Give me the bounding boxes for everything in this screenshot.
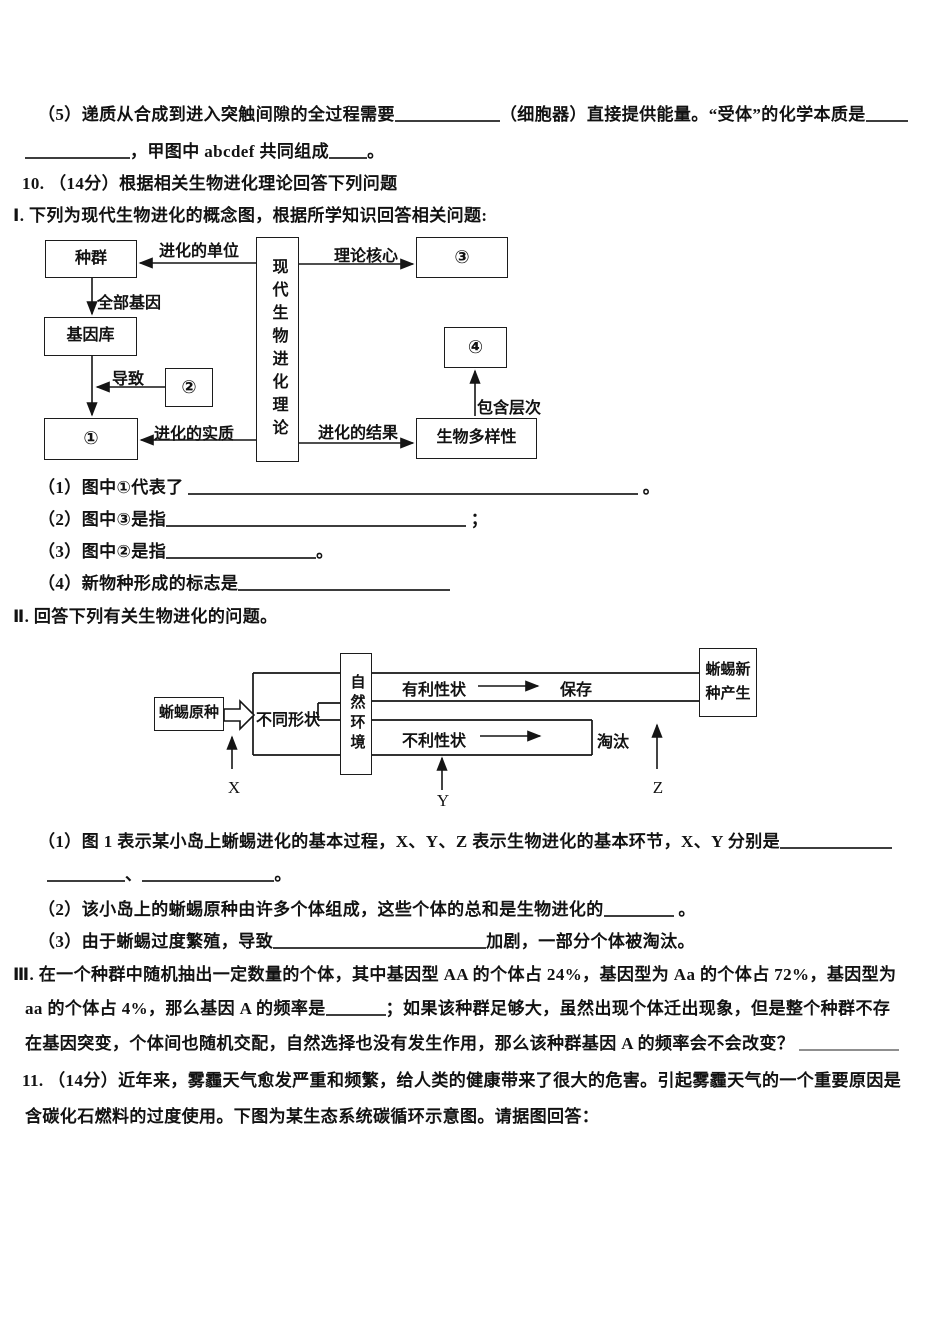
box-biodiversity: 生物多样性 [416, 418, 537, 459]
q10-part1-header-text: Ⅰ. 下列为现代生物进化的概念图，根据所学知识回答相关问题: [13, 206, 488, 225]
box-new-species: 蜥蜴新种产生 [699, 648, 757, 717]
modern-evolution-theory-text: 现代生物进化理论 [269, 257, 287, 442]
answer-blank [142, 867, 275, 882]
answer-blank [273, 934, 487, 949]
answer-blank [865, 107, 908, 122]
answer-blank [329, 144, 368, 159]
label-unfavorable-traits: 不利性状 [402, 733, 467, 750]
box-natural-environment: 自然环境 [340, 653, 372, 775]
label-evolution-unit: 进化的单位 [158, 243, 239, 260]
q10-part3-line3: 在基因突变，个体间也随机交配，自然选择也没有发生作用，那么该种群基因 A 的频率… [25, 1032, 899, 1055]
q9-5-text-b: （细胞器）直接提供能量。“受体”的化学本质是 [499, 105, 866, 124]
q10-sub1: （1）图中①代表了 。 [38, 476, 660, 499]
q10-p2-sub1-sep: 、 [125, 865, 143, 884]
q11-line1-text: 11. （14分）近年来，雾霾天气愈发严重和频繁，给人类的健康带来了很大的危害。… [22, 1071, 902, 1090]
concept-diagram-connectors [86, 257, 481, 449]
label-contained-levels: 包含层次 [477, 400, 542, 417]
q10-p2-sub1-cont: 、。 [47, 863, 292, 886]
q9-5-line1: （5）递质从合成到进入突触间隙的全过程需要 （细胞器）直接提供能量。“受体”的化学… [38, 103, 908, 126]
q11-line2-text: 含碳化石燃料的过度使用。下图为某生态系统碳循环示意图。请据图回答： [25, 1107, 600, 1126]
q9-5-text-a: （5）递质从合成到进入突触间隙的全过程需要 [38, 105, 395, 124]
q10-p2-sub2-end: 。 [673, 900, 696, 919]
q10-p2-sub3-end: 加剧，一部分个体被淘汰。 [486, 932, 695, 951]
q10-part3-line2: aa 的个体占 4%，那么基因 A 的频率是 ；如果该种群足够大，虽然出现个体迁出… [25, 997, 890, 1020]
label-x: X [227, 778, 241, 797]
answer-blank [780, 834, 893, 849]
q10-p2-sub1: （1）图 1 表示某小岛上蜥蜴进化的基本过程，X、Y、Z 表示生物进化的基本环节… [38, 830, 893, 853]
q10-sub3-text: （3）图中②是指 [38, 542, 167, 561]
box-circled-3: ③ [416, 237, 508, 278]
answer-blank [47, 867, 125, 882]
q10-part3-line2-text-a: aa 的个体占 4%，那么基因 A 的频率是 [25, 999, 326, 1018]
label-evolution-result: 进化的结果 [317, 425, 398, 442]
box-gene-pool: 基因库 [44, 317, 137, 356]
answer-blank [166, 544, 317, 559]
q11-line1: 11. （14分）近年来，雾霾天气愈发严重和频繁，给人类的健康带来了很大的危害。… [22, 1069, 901, 1092]
answer-blank [325, 1001, 386, 1016]
q10-part3-line1: Ⅲ. 在一个种群中随机抽出一定数量的个体，其中基因型 AA 的个体占 24%，基… [13, 963, 896, 986]
q10-p2-sub3-text: （3）由于蜥蜴过度繁殖，导致 [38, 932, 274, 951]
q10-sub1-end: 。 [638, 478, 661, 497]
label-leads-to: 导致 [112, 371, 145, 388]
q10-part3-line3-text: 在基因突变，个体间也随机交配，自然选择也没有发生作用，那么该种群基因 A 的频率… [25, 1034, 799, 1053]
lizard-diagram-connectors [223, 672, 699, 790]
q10-p2-sub1-text: （1）图 1 表示某小岛上蜥蜴进化的基本过程，X、Y、Z 表示生物进化的基本环节… [38, 832, 781, 851]
q10-sub2-end: ； [466, 510, 489, 529]
q10-p2-sub3: （3）由于蜥蜴过度繁殖，导致 加剧，一部分个体被淘汰。 [38, 930, 695, 953]
q10-sub3-end: 。 [316, 542, 334, 561]
box-circled-1: ① [44, 418, 138, 460]
block-arrow-icon [223, 699, 256, 731]
q10-sub4: （4）新物种形成的标志是 [38, 572, 451, 595]
answer-blank [798, 1036, 899, 1051]
q10-sub4-text: （4）新物种形成的标志是 [38, 574, 239, 593]
q10-sub1-text: （1）图中①代表了 [38, 478, 189, 497]
q10-part3-line1-text: Ⅲ. 在一个种群中随机抽出一定数量的个体，其中基因型 AA 的个体占 24%，基… [13, 965, 897, 984]
q10-p2-sub1-end: 。 [274, 865, 292, 884]
label-all-genes: 全部基因 [97, 295, 162, 312]
label-different-shapes: 不同形状 [256, 712, 321, 729]
q10-header: 10. （14分）根据相关生物进化理论回答下列问题 [22, 172, 398, 195]
q10-part1-header: Ⅰ. 下列为现代生物进化的概念图，根据所学知识回答相关问题: [13, 204, 488, 227]
q10-p2-sub2-text: （2）该小岛上的蜥蜴原种由许多个体组成，这些个体的总和是生物进化的 [38, 900, 604, 919]
label-preserved: 保存 [560, 682, 593, 699]
answer-blank [25, 144, 130, 159]
q10-p2-sub2: （2）该小岛上的蜥蜴原种由许多个体组成，这些个体的总和是生物进化的 。 [38, 898, 696, 921]
answer-blank [166, 512, 467, 527]
box-circled-2: ② [165, 368, 213, 407]
q10-sub2-text: （2）图中③是指 [38, 510, 167, 529]
q9-5-line2: ，甲图中 abcdef 共同组成 。 [25, 140, 384, 163]
answer-blank [238, 576, 451, 591]
label-favorable-traits: 有利性状 [402, 682, 467, 699]
q10-part2-header: Ⅱ. 回答下列有关生物进化的问题。 [13, 605, 278, 628]
q10-sub3: （3）图中②是指 。 [38, 540, 334, 563]
label-z: Z [652, 778, 664, 797]
answer-blank [394, 107, 500, 122]
box-population: 种群 [45, 240, 137, 278]
q10-part3-line2-text-b: ；如果该种群足够大，虽然出现个体迁出现象，但是整个种群不存 [385, 999, 891, 1018]
label-evolution-essence: 进化的实质 [153, 426, 234, 443]
box-modern-evolution-theory: 现代生物进化理论 [256, 237, 299, 462]
q11-line2: 含碳化石燃料的过度使用。下图为某生态系统碳循环示意图。请据图回答： [25, 1105, 599, 1128]
q10-header-text: 10. （14分）根据相关生物进化理论回答下列问题 [22, 174, 398, 193]
answer-blank [188, 480, 639, 495]
q9-5-text-d: 。 [367, 142, 385, 161]
q9-5-text-c: ，甲图中 abcdef 共同组成 [130, 142, 330, 161]
q10-part2-header-text: Ⅱ. 回答下列有关生物进化的问题。 [13, 607, 278, 626]
lizard-evolution-diagram: 蜥蜴原种 自然环境 蜥蜴新种产生 不同形状 有利性状 保存 不利性状 淘汰 X … [140, 645, 780, 810]
natural-environment-text: 自然环境 [348, 674, 365, 754]
box-original-lizard: 蜥蜴原种 [154, 697, 224, 731]
box-circled-4: ④ [444, 327, 507, 368]
label-eliminated: 淘汰 [597, 734, 630, 751]
evolution-concept-diagram: 种群 基因库 ① ② 现代生物进化理论 ③ ④ 生物多样性 进化的单位 理论核心… [40, 237, 560, 467]
label-theory-core: 理论核心 [333, 248, 398, 265]
q10-sub2: （2）图中③是指 ； [38, 508, 488, 531]
label-y: Y [436, 791, 450, 810]
answer-blank [603, 902, 674, 917]
